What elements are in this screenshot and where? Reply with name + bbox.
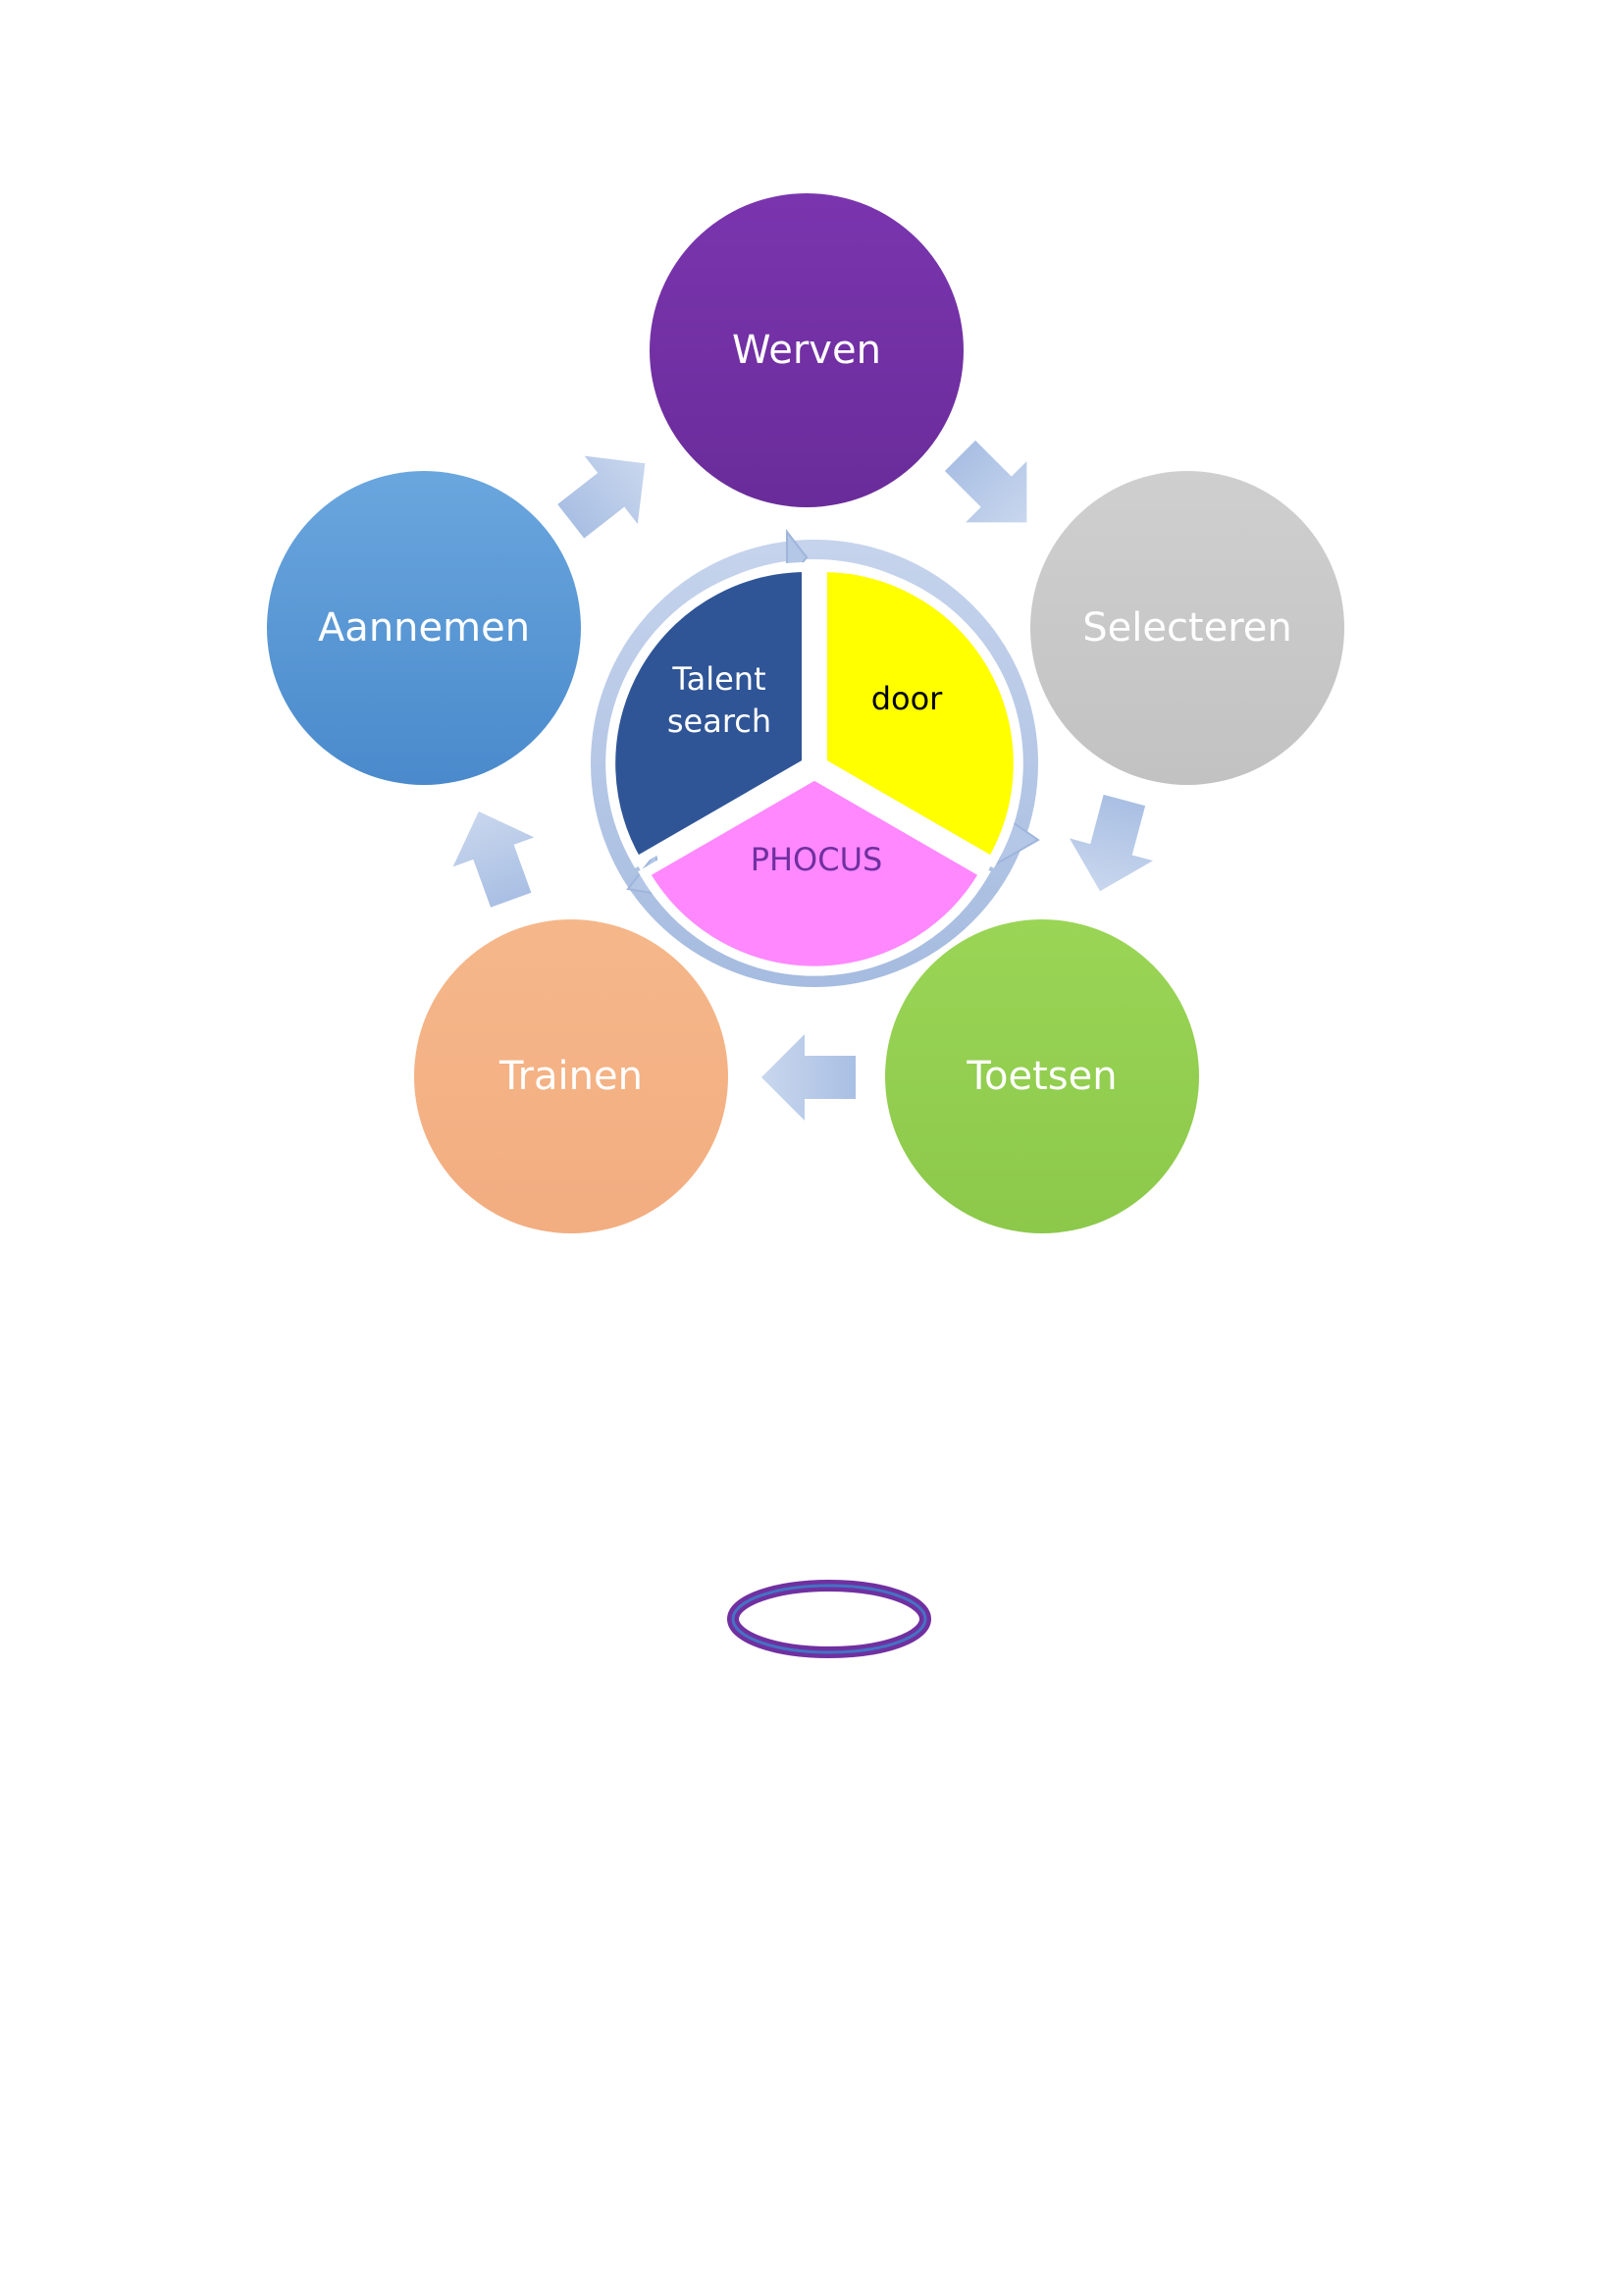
cycle-nodes: Werven Selecteren Toetsen Trainen Aannem…: [267, 193, 1344, 1233]
segment-phocus-label: PHOCUS: [751, 841, 883, 878]
node-toetsen: Toetsen: [885, 919, 1199, 1233]
segment-door-label: door: [871, 680, 943, 717]
segment-talent-search-label-line2: search: [667, 703, 771, 740]
segment-talent-search: [605, 561, 811, 868]
arrow-trainen-to-aannemen: [452, 811, 535, 908]
node-selecteren: Selecteren: [1030, 471, 1344, 785]
node-aannemen-label: Aannemen: [318, 605, 530, 651]
center-cycle: Talent search door PHOCUS: [591, 529, 1040, 987]
node-aannemen: Aannemen: [267, 471, 581, 785]
arrow-selecteren-to-toetsen: [1069, 794, 1153, 892]
arrow-toetsen-to-trainen: [761, 1034, 856, 1121]
cycle-arrows: [452, 440, 1153, 1121]
node-selecteren-label: Selecteren: [1082, 605, 1292, 651]
arrow-aannemen-to-werven: [557, 455, 646, 539]
node-toetsen-label: Toetsen: [966, 1054, 1117, 1099]
segment-talent-search-label-line1: Talent: [671, 660, 765, 698]
node-werven: Werven: [650, 193, 964, 507]
node-werven-label: Werven: [732, 328, 881, 373]
center-ring: [591, 540, 1038, 987]
segment-phocus: [638, 769, 991, 976]
segment-door: [817, 561, 1023, 868]
node-trainen: Trainen: [414, 919, 728, 1233]
node-trainen-label: Trainen: [498, 1054, 643, 1099]
ellipse-ring-shape: [727, 1580, 931, 1658]
arrow-werven-to-selecteren: [944, 440, 1027, 523]
